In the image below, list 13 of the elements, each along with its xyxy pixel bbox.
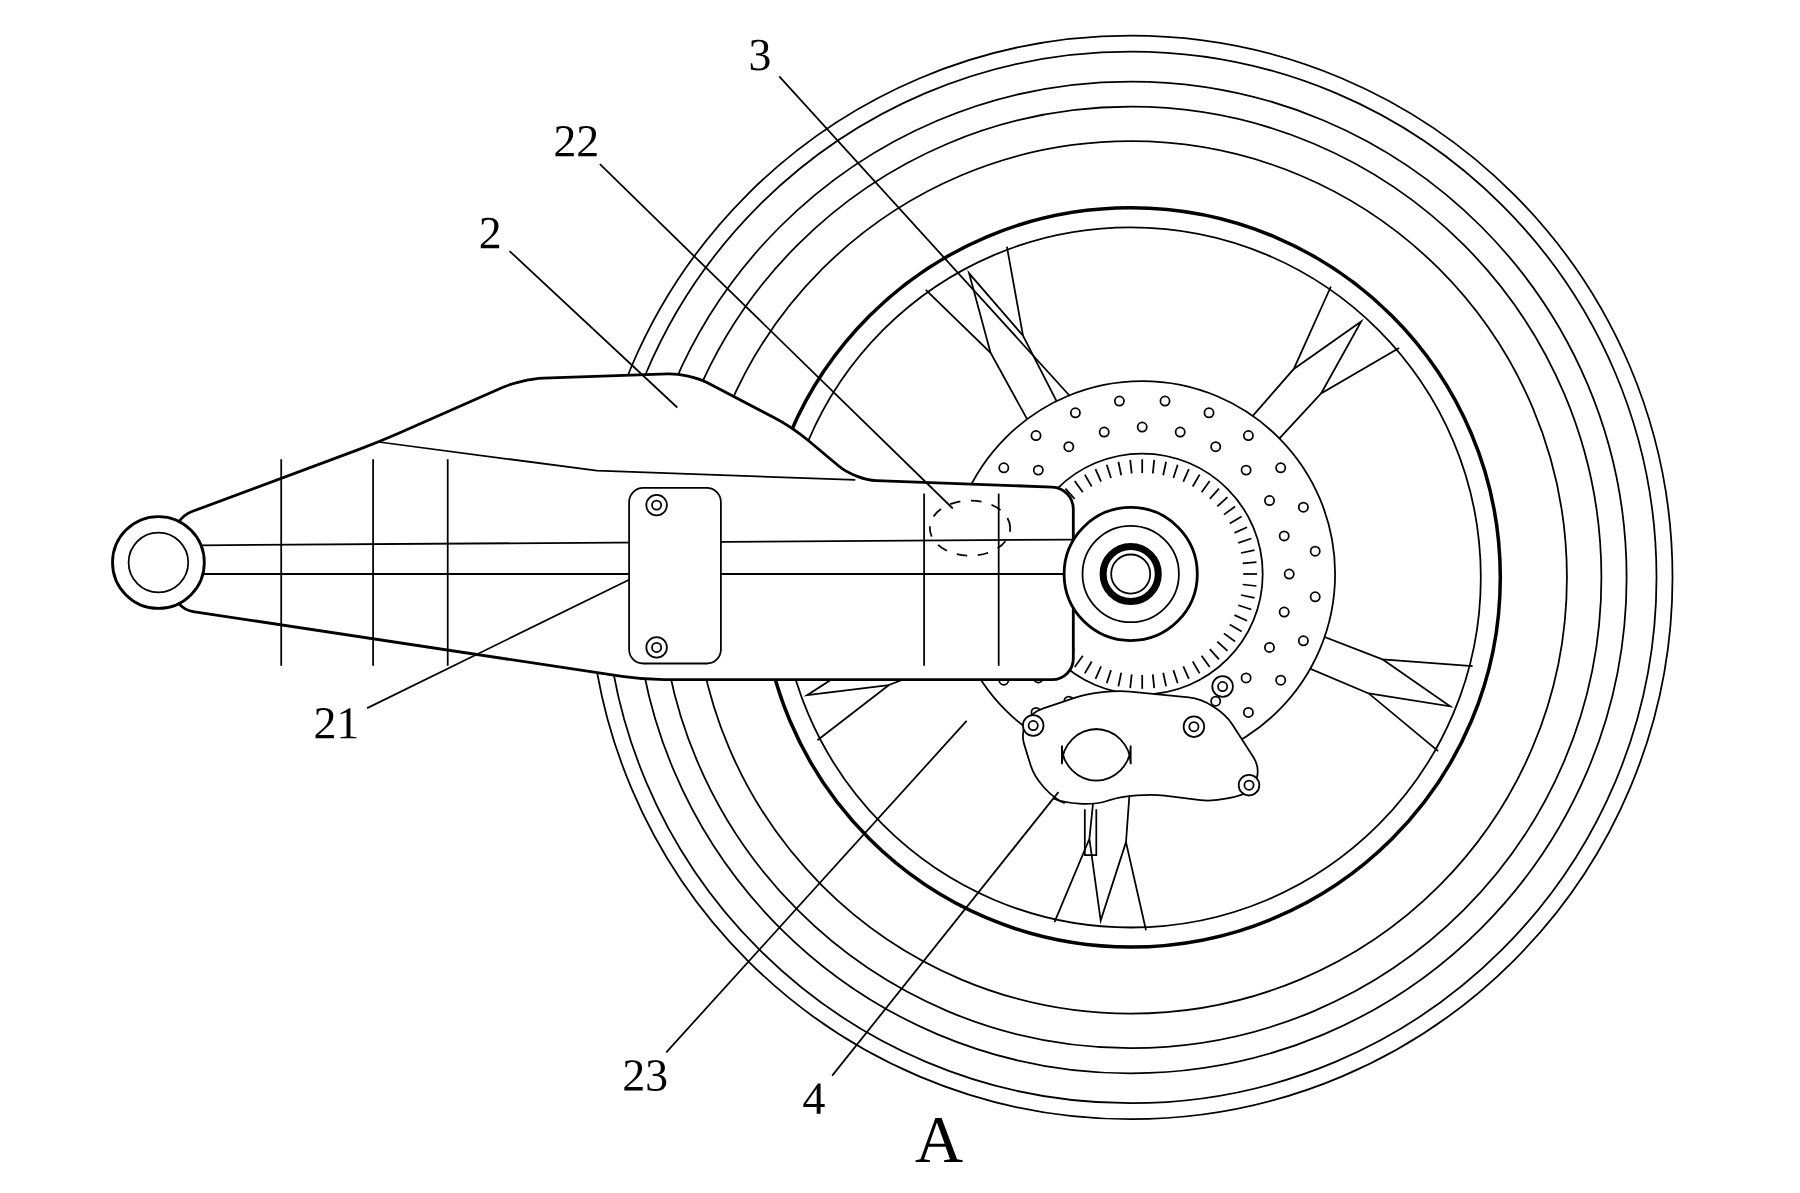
callout-number: 2 (480, 218, 500, 249)
callout-number: 21 (315, 708, 357, 739)
leader-line (778, 75, 1071, 398)
leader-line (665, 720, 968, 1054)
callout-number: 3 (750, 39, 770, 71)
leader-line (599, 163, 954, 510)
leader-line (366, 579, 630, 710)
leader-line (508, 250, 679, 409)
callout-number: 4 (803, 1083, 825, 1114)
callout-number: 22 (555, 126, 597, 157)
leader-line (831, 791, 1060, 1077)
view-label: A (915, 1118, 963, 1163)
callout-number: 23 (624, 1060, 667, 1092)
